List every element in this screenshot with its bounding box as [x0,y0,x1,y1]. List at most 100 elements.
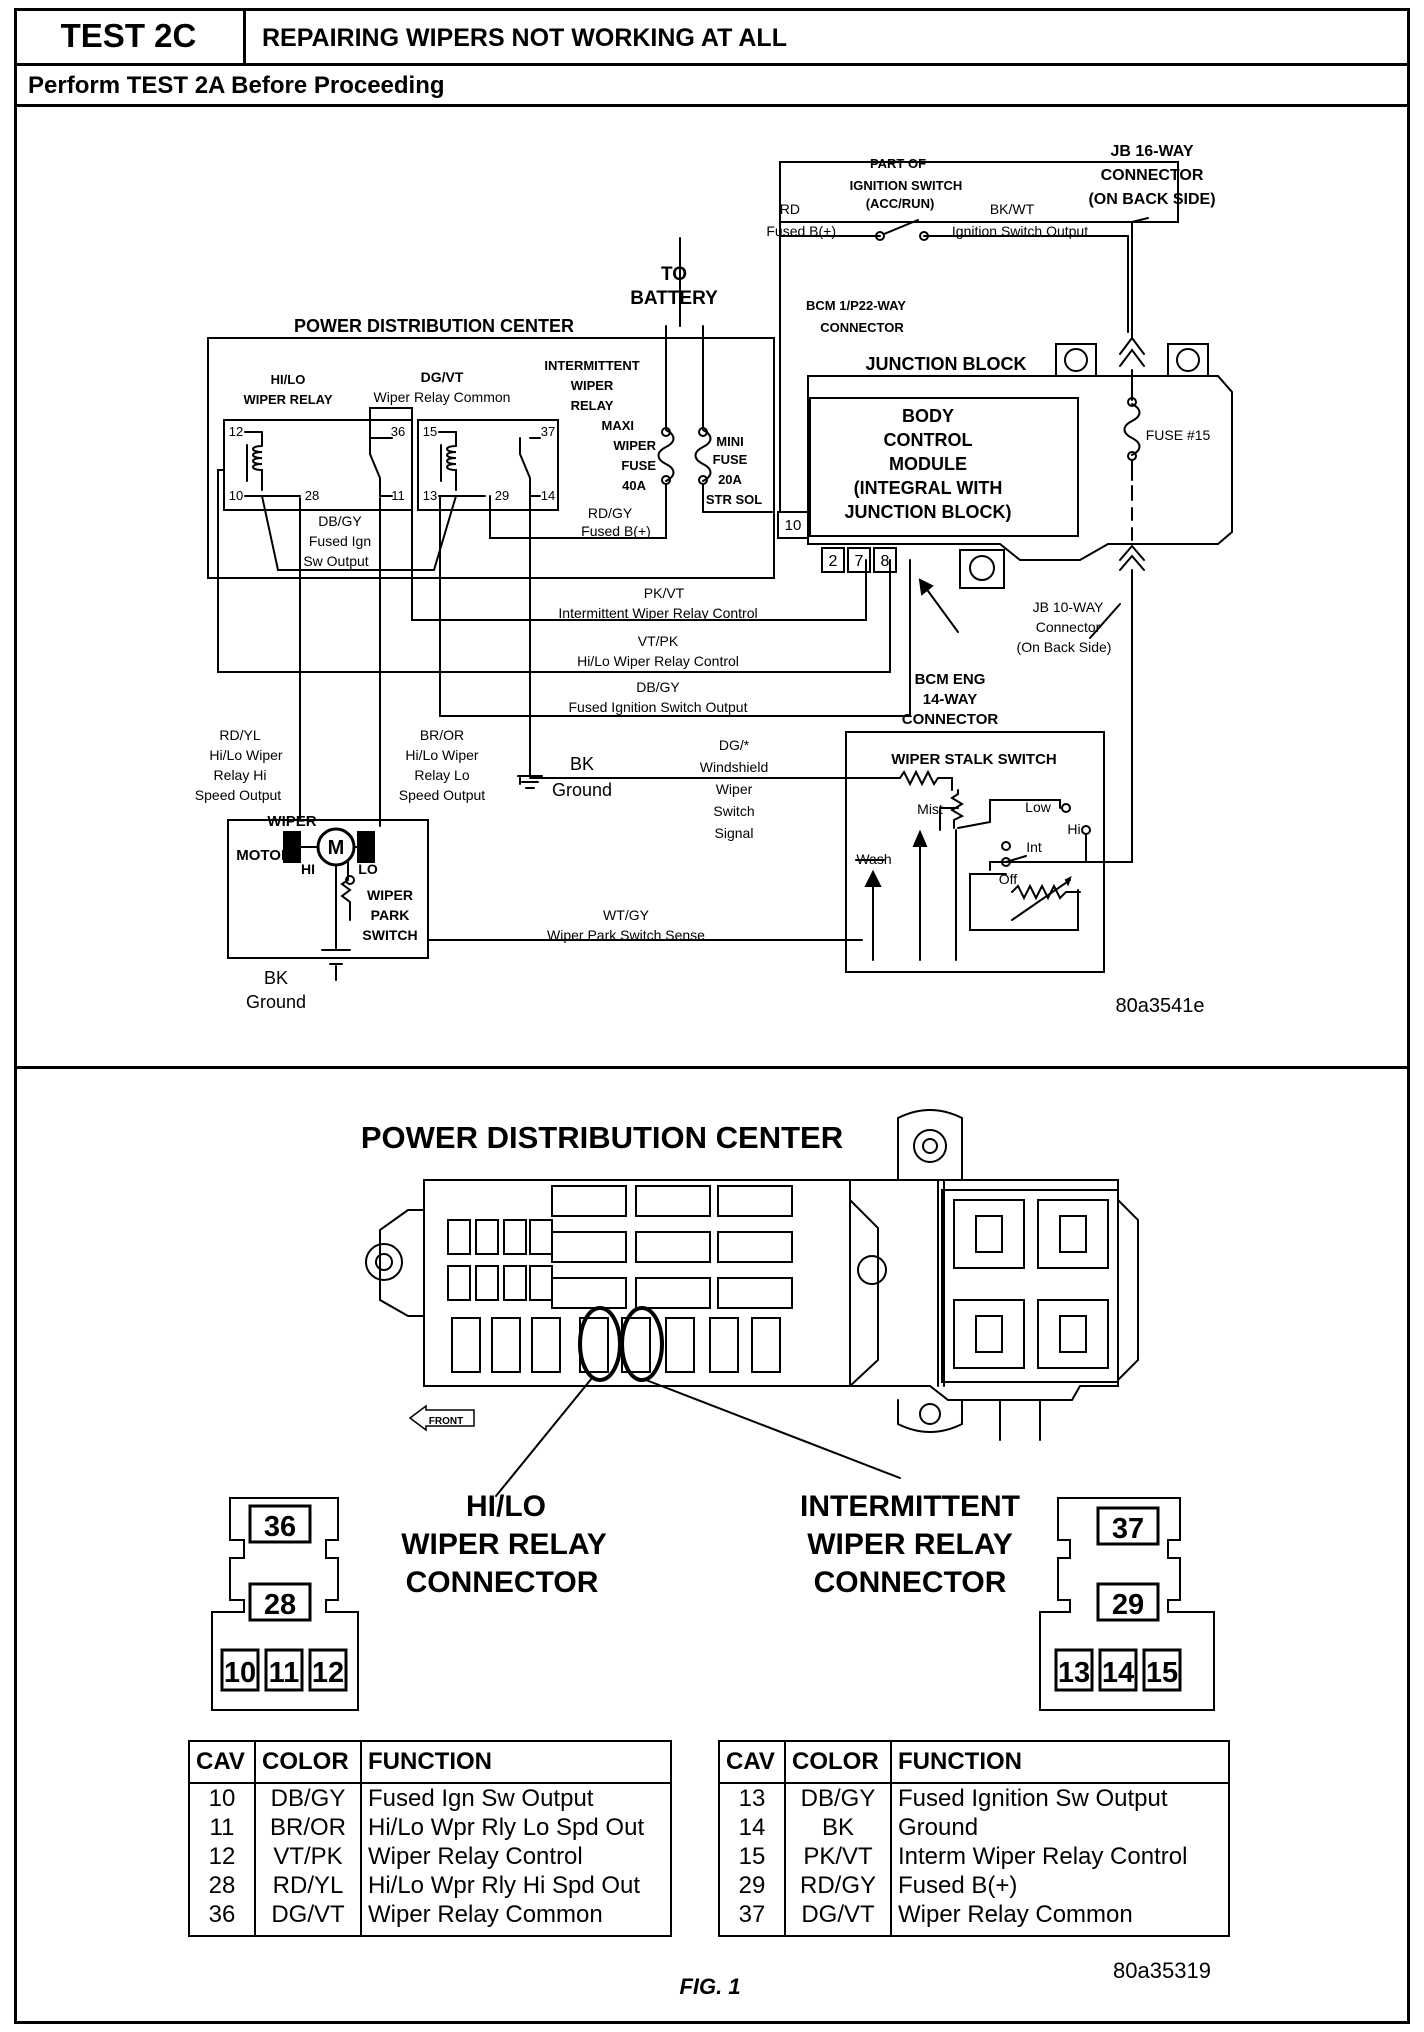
pin-37-label: 37 [1112,1513,1144,1545]
fuse-15 [1123,403,1141,456]
dg-star-label-3: Wiper [716,781,753,797]
cell-function: Hi/Lo Wpr Rly Hi Spd Out [360,1871,672,1900]
maxi-label-3: FUSE [621,458,656,473]
cell-color: BK [784,1813,892,1842]
col-color: COLOR [254,1740,362,1784]
schematic-code: 80a3541e [1116,995,1205,1017]
cell-color: VT/PK [254,1842,362,1871]
cell-function: Hi/Lo Wpr Rly Lo Spd Out [360,1813,672,1842]
bror-label-1: BR/OR [420,727,464,743]
bror-label-4: Speed Output [399,787,486,803]
cell-function: Wiper Relay Common [890,1900,1230,1937]
ign-switch-label-2: IGNITION SWITCH [850,178,963,193]
int-relay-label-1: INTERMITTENT [544,358,639,373]
pin-13: 13 [423,488,437,503]
col-cav: CAV [718,1740,786,1784]
bcm-label-3: MODULE [889,454,967,474]
maxi-label-1: MAXI [602,418,635,433]
cell-cav: 13 [718,1783,786,1813]
cell-function: Fused Ignition Sw Output [890,1783,1230,1813]
mini-fuse [694,429,712,482]
vtpk-label-2: Hi/Lo Wiper Relay Control [577,653,739,669]
jb10-label-2: Connector [1036,619,1101,635]
pin-10-label: 10 [224,1657,256,1689]
divider [14,1066,1410,1069]
stalk-switch-box [845,731,1105,973]
jb10-label-3: (On Back Side) [1017,639,1112,655]
rdyl-label-2: Hi/Lo Wiper [209,747,282,763]
figure-label: FIG. 1 [679,1974,740,1999]
rdgy-label-2: Fused B(+) [581,523,651,539]
pdc-label: POWER DISTRIBUTION CENTER [294,316,574,336]
pin-36-label: 36 [264,1511,296,1543]
divider [14,104,1410,107]
dg-star-label-2: Windshield [700,759,768,775]
vtpk-label-1: VT/PK [638,633,679,649]
pin-12-label: 12 [312,1657,344,1689]
intermittent-connector [1039,1497,1215,1711]
int-conn-label-1: INTERMITTENT [800,1490,1020,1523]
bcm1-label-2: CONNECTOR [820,320,904,335]
cell-cav: 37 [718,1900,786,1937]
locator-code: 80a35319 [1113,1958,1211,1983]
dgvt-sub: Wiper Relay Common [374,389,511,405]
col-function: FUNCTION [360,1740,672,1784]
cell-color: BR/OR [254,1813,362,1842]
hilo-leader [495,1377,593,1497]
pin-29: 29 [495,488,509,503]
cell-color: DB/GY [784,1783,892,1813]
jb16-label-3: (ON BACK SIDE) [1088,191,1215,208]
cell-cav: 29 [718,1871,786,1900]
pin-11-label: 11 [269,1657,300,1689]
pin-28: 28 [305,488,319,503]
int-relay-box [417,419,559,511]
pin-28-label: 28 [264,1589,296,1621]
cell-function: Fused Ign Sw Output [360,1783,672,1813]
dbgy2-label-2: Fused Ignition Switch Output [569,699,748,715]
pin-14-label: 14 [1102,1657,1134,1689]
relay-sockets [953,1199,1109,1369]
mini-label-4: STR SOL [706,492,762,507]
cell-function: Fused B(+) [890,1871,1230,1900]
mini-label-3: 20A [718,472,742,487]
stalk-low: Low [1025,799,1052,815]
stalk-mist: Mist [917,801,943,817]
bcm-eng-label-2: 14-WAY [923,691,977,708]
stalk-off: Off [999,871,1018,887]
rdyl-label-4: Speed Output [195,787,282,803]
junction-block [807,375,1233,561]
rdgy-label-1: RD/GY [588,505,633,521]
mini-label-1: MINI [716,434,743,449]
pin-37: 37 [541,424,555,439]
cell-color: DG/VT [254,1900,362,1937]
bcm1-label-1: BCM 1/P22-WAY [806,298,906,313]
int-relay-label-3: RELAY [571,398,614,413]
cell-function: Wiper Relay Control [360,1842,672,1871]
fuse15-label: FUSE #15 [1146,427,1211,443]
bcm-label-1: BODY [902,406,954,426]
bcm-pin-2: 2 [829,553,838,570]
hilo-conn-label-3: CONNECTOR [406,1566,599,1599]
pkvt-label-2: Intermittent Wiper Relay Control [558,605,757,621]
stalk-label: WIPER STALK SWITCH [891,751,1057,768]
int-relay-label-2: WIPER [571,378,614,393]
bcm-pin-10: 10 [785,517,802,534]
cell-color: RD/GY [784,1871,892,1900]
dbgy-label-2: Fused Ign [309,533,371,549]
divider [14,63,1410,66]
battery-label-1: TO [661,264,687,285]
rdyl-label-3: Relay Hi [214,767,267,783]
hilo-relay-label-2: WIPER RELAY [243,392,332,407]
cell-function: Interm Wiper Relay Control [890,1842,1230,1871]
bcm-eng-label-3: CONNECTOR [902,711,999,728]
bcm-box [809,397,1079,537]
dg-star-label-1: DG/* [719,737,750,753]
mini-label-2: FUSE [713,452,748,467]
cell-cav: 14 [718,1813,786,1842]
